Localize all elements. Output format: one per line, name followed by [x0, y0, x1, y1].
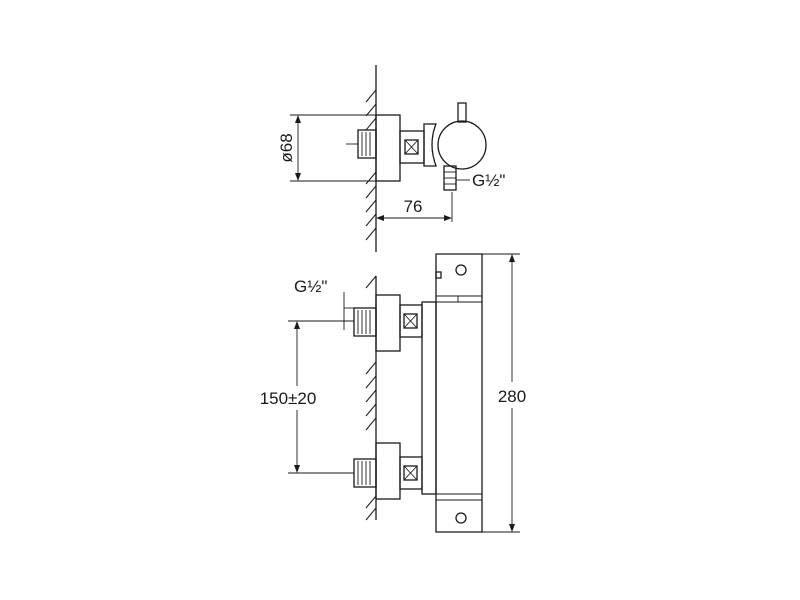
top-handle-stem: [457, 102, 467, 123]
upper-cover-plate: [375, 294, 401, 352]
bottom-screw-hole: [455, 512, 467, 524]
depth-label: 76: [404, 197, 423, 216]
front-wall-hatch: [365, 275, 377, 521]
front-view: G½" 150±20 280: [260, 253, 526, 533]
spacing-label: 150±20: [260, 389, 317, 408]
top-wall-hatch: [365, 89, 377, 241]
back-bar: [421, 301, 437, 495]
thread-side-label: G½": [294, 277, 327, 296]
top-screw-hole: [455, 264, 467, 276]
top-body-circle: [437, 120, 487, 170]
top-body-neck: [423, 123, 437, 167]
diameter-label: ø68: [277, 133, 296, 162]
lower-pipe-insert: [353, 458, 377, 488]
top-view: ø68 76 G½": [277, 65, 505, 252]
top-cover-plate: [375, 114, 401, 182]
lower-cover-plate: [375, 442, 401, 500]
height-label: 280: [498, 387, 526, 406]
thread-top-label: G½": [472, 171, 505, 190]
top-pipe-insert: [357, 129, 377, 159]
top-nut-square: [404, 139, 419, 155]
upper-pipe-insert: [353, 307, 377, 337]
